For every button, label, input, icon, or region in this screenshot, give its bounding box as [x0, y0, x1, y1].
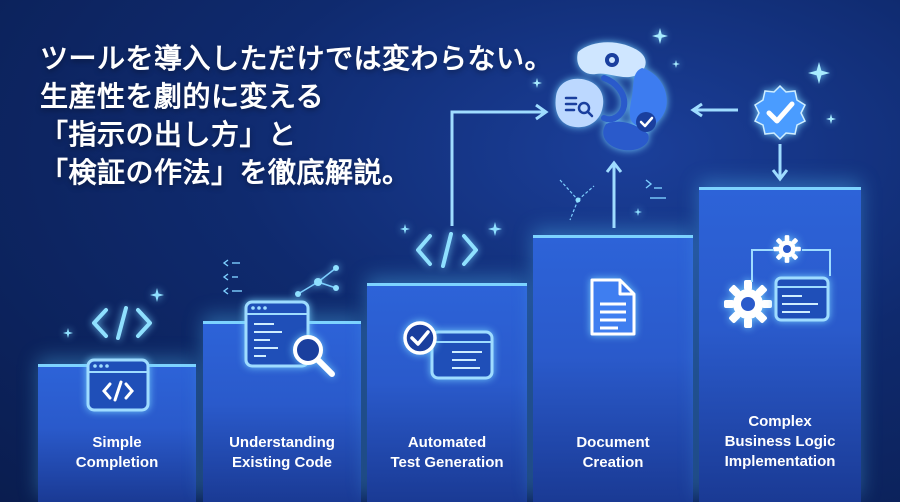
arrow-icon	[771, 144, 789, 182]
step-1-label-line-2: Completion	[75, 454, 159, 471]
step-4-label: Document Creation	[533, 433, 693, 473]
arrow-icon	[690, 102, 738, 118]
step-5-label-line-3: Implementation	[724, 453, 836, 470]
headline-line-1: ツールを導入しただけでは変わらない。	[40, 42, 554, 75]
sparkle-icon	[400, 224, 410, 234]
step-5-label-line-1: Complex	[748, 413, 812, 430]
step-1-label: Simple Completion	[38, 433, 196, 473]
code-brackets-icon	[92, 306, 152, 340]
headline: ツールを導入しただけでは変わらない。 生産性を劇的に変える 「指示の出し方」と …	[40, 40, 554, 192]
step-3-label-line-1: Automated	[407, 434, 487, 451]
ai-hub-icon	[555, 42, 667, 151]
arrow-icon	[605, 160, 623, 228]
browser-window-icon	[86, 358, 150, 412]
sparkle-icon	[488, 222, 502, 236]
browser-window-icon	[244, 300, 310, 368]
step-1-label-line-1: Simple	[92, 434, 142, 451]
sparkle-icon	[672, 60, 680, 68]
headline-line-3: 「指示の出し方」と	[40, 118, 297, 151]
browser-window-icon	[774, 276, 830, 322]
browser-window-icon	[430, 330, 494, 380]
code-glyphs-icon	[222, 259, 242, 295]
sparkle-icon	[808, 62, 830, 84]
gear-icon	[724, 280, 772, 328]
magnifier-icon	[293, 335, 335, 377]
network-nodes-icon	[295, 265, 339, 297]
step-5-label-line-2: Business Logic	[724, 433, 836, 450]
check-circle-icon	[403, 321, 437, 355]
sparkle-icon	[532, 78, 542, 88]
step-2-label-line-2: Existing Code	[231, 454, 332, 471]
code-brackets-icon	[416, 232, 478, 268]
sparkle-icon	[634, 208, 642, 216]
code-glyphs-icon	[645, 179, 666, 199]
step-2-label-line-1: Understanding	[229, 434, 335, 451]
step-3-label-line-2: Test Generation	[390, 454, 504, 471]
sparkle-icon	[150, 288, 164, 302]
document-icon	[590, 278, 636, 336]
step-5-label: Complex Business Logic Implementation	[699, 412, 861, 472]
headline-line-2: 生産性を劇的に変える	[40, 80, 325, 113]
step-automated-test-generation: Automated Test Generation	[367, 283, 527, 502]
headline-line-4: 「検証の作法」を徹底解説。	[40, 156, 411, 189]
arrow-icon	[450, 103, 549, 226]
sparkle-icon	[63, 328, 73, 338]
step-4-label-line-2: Creation	[582, 454, 644, 471]
verified-badge-icon	[753, 84, 807, 141]
sparkle-icon	[826, 114, 836, 124]
step-2-label: Understanding Existing Code	[203, 433, 361, 473]
sparkle-icon	[652, 28, 668, 44]
gear-icon	[773, 235, 801, 263]
network-nodes-icon	[559, 179, 595, 221]
connector-lines-icon	[751, 249, 831, 282]
step-3-label: Automated Test Generation	[367, 433, 527, 473]
step-4-label-line-1: Document	[576, 434, 650, 451]
